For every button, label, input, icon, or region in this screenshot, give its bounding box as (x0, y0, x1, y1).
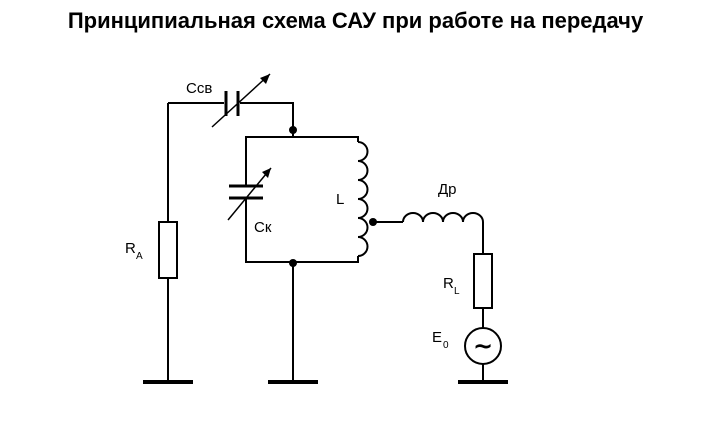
ac-source-subscript: 0 (443, 340, 449, 351)
tank-capacitor (227, 167, 272, 221)
wire-top-left (167, 102, 294, 382)
resistor-rl-subscript: L (454, 286, 460, 297)
choke-label: Др (438, 181, 457, 198)
ac-source-label: E (432, 329, 442, 346)
inductor-l (357, 141, 369, 257)
junction-dot-top (289, 126, 297, 134)
diagram-title: Принципиальная схема САУ при работе на п… (67, 8, 644, 33)
resistor-ra-label: R (125, 240, 136, 257)
junction-dot-bottom (289, 259, 297, 267)
ac-source-symbol: ~ (473, 332, 493, 360)
inductor-label: L (336, 191, 344, 208)
resistor-rl (473, 253, 493, 309)
resistor-ra (158, 221, 178, 279)
resistor-ra-subscript: A (136, 251, 143, 262)
coupling-capacitor-label: Cсв (186, 80, 212, 97)
resistor-rl-label: R (443, 275, 454, 292)
choke-dr (402, 212, 484, 223)
tank-circuit-wires (245, 130, 359, 382)
coupling-capacitor (211, 73, 271, 128)
tank-capacitor-label: Cк (254, 219, 272, 236)
